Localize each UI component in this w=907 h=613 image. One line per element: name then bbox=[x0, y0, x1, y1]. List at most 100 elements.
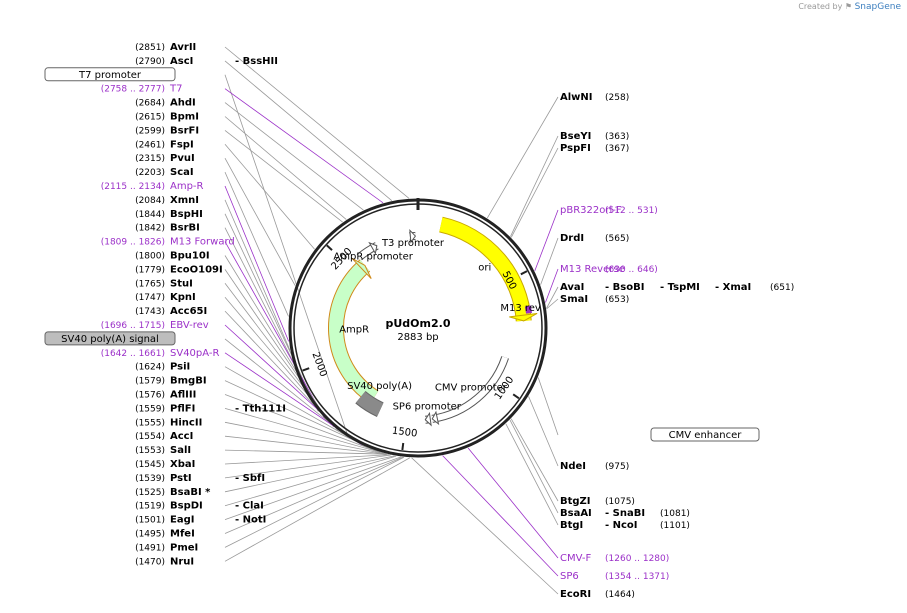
label-name: NruI bbox=[170, 556, 194, 567]
feature-fill bbox=[439, 217, 531, 322]
right-label: pBR322ori-F(512 .. 531) bbox=[560, 205, 658, 216]
left-label: (1554)AccI bbox=[135, 431, 193, 442]
right-label: AlwNI(258) bbox=[560, 92, 629, 103]
label-name: SV40pA-R bbox=[170, 348, 219, 359]
leader-line bbox=[546, 298, 559, 310]
left-label: (1501)EagI- NotI bbox=[135, 515, 266, 526]
label-name: EBV-rev bbox=[170, 320, 209, 331]
label-name: AvaI bbox=[560, 282, 584, 293]
label-name: SmaI bbox=[560, 294, 588, 305]
left-label: (1525)BsaBI * bbox=[135, 487, 211, 498]
label-name: pBR322ori-F bbox=[560, 205, 622, 216]
label-name: EcoRI bbox=[560, 589, 591, 600]
leader-line bbox=[510, 135, 559, 237]
label-name: NdeI bbox=[560, 461, 586, 472]
label-name: PspFI bbox=[560, 143, 591, 154]
feature-label: AmpR bbox=[339, 324, 369, 335]
scale-label: 2000 bbox=[309, 351, 328, 379]
label-coord: (1081) bbox=[660, 509, 690, 519]
leader-line bbox=[224, 185, 290, 342]
label-coord: (512 .. 531) bbox=[605, 206, 658, 216]
leader-line bbox=[486, 96, 559, 219]
label-coord: (1624) bbox=[135, 363, 165, 373]
label-name: CMV-F bbox=[560, 553, 591, 564]
label-coord: (1075) bbox=[605, 497, 635, 507]
label-coord: (2203) bbox=[135, 168, 165, 178]
leader-lines bbox=[224, 46, 559, 595]
leader-line bbox=[224, 456, 404, 534]
label-name: HincII bbox=[170, 417, 202, 428]
label-coord: (565) bbox=[605, 234, 629, 244]
plasmid-name: pUdOm2.0 bbox=[386, 317, 451, 330]
left-label: (1470) NruI bbox=[135, 556, 194, 567]
label-name: XmnI bbox=[170, 195, 199, 206]
leader-line bbox=[224, 408, 386, 455]
label-coord: (1642 .. 1661) bbox=[101, 349, 165, 359]
label-name: StuI bbox=[170, 278, 193, 289]
feature-arrowhead bbox=[509, 312, 538, 322]
right-label: DrdI (565) bbox=[560, 233, 629, 244]
label-name: BmgBI bbox=[170, 376, 207, 387]
left-label: (1800) Bpu10I bbox=[135, 251, 209, 262]
feature-arrowhead bbox=[368, 241, 378, 255]
label-name: DrdI bbox=[560, 233, 584, 244]
label-name: Bpu10I bbox=[170, 251, 210, 262]
credit: Created by ⚑ SnapGene bbox=[798, 2, 901, 12]
label-extra: - Tth111I bbox=[235, 403, 286, 414]
plasmid-size: 2883 bp bbox=[397, 332, 438, 343]
label-coord: (1545) bbox=[135, 460, 165, 470]
left-label: (2615)BpmI bbox=[135, 112, 199, 123]
left-label: SV40 poly(A) signal bbox=[44, 331, 176, 346]
label-coord: (1470) bbox=[135, 557, 165, 567]
leader-line bbox=[224, 455, 397, 507]
label-name: PmeI bbox=[170, 542, 198, 553]
label-name: M13 Forward bbox=[170, 237, 235, 248]
label-extra: - BssHII bbox=[235, 56, 278, 67]
leader-line bbox=[224, 455, 395, 493]
label-name: AvrII bbox=[170, 42, 196, 53]
label-coord: (1354 .. 1371) bbox=[605, 572, 669, 582]
feature-label: ori bbox=[478, 263, 491, 274]
label-name: FspI bbox=[170, 139, 194, 150]
left-label: (1747)KpnI bbox=[135, 292, 196, 303]
label-coord: (1800) bbox=[135, 252, 165, 262]
right-label: EcoRI(1464) bbox=[560, 589, 635, 600]
credit-brand: SnapGene bbox=[854, 2, 901, 12]
left-label: (1642 .. 1661) SV40pA-R bbox=[101, 348, 220, 359]
right-label: BtgZI(1075) bbox=[560, 496, 635, 507]
right-label: PspFI(367) bbox=[560, 143, 629, 154]
feature-label: CMV promoter bbox=[435, 383, 508, 394]
label-coord: (1765) bbox=[135, 279, 165, 289]
leader-line bbox=[224, 88, 384, 204]
label-name: BspDI bbox=[170, 501, 203, 512]
left-label: (2315)PvuI bbox=[135, 153, 195, 164]
left-label: T7 promoter bbox=[44, 67, 176, 82]
left-label: (1539)PstI- SbfI bbox=[135, 473, 265, 484]
label-name: CMV enhancer bbox=[669, 430, 743, 441]
label-name: BsrBI bbox=[170, 223, 200, 234]
left-label: (2790)AscI- BssHII bbox=[135, 56, 278, 67]
label-extra: - BsoBI bbox=[605, 282, 644, 293]
feature-fill bbox=[431, 356, 509, 422]
leader-line bbox=[411, 457, 559, 595]
left-label: (2203)ScaI bbox=[135, 167, 194, 178]
feature-arrowhead bbox=[409, 228, 417, 244]
right-label: SP6(1354 .. 1371) bbox=[560, 571, 669, 582]
label-coord: (1553) bbox=[135, 446, 165, 456]
label-coord: (1747) bbox=[135, 293, 165, 303]
label-coord: (1539) bbox=[135, 474, 165, 484]
label-extra: - NotI bbox=[235, 515, 266, 526]
left-label: (2851)AvrII bbox=[135, 42, 196, 53]
scale-tick bbox=[512, 393, 520, 400]
label-name: AscI bbox=[170, 56, 193, 67]
label-name: PsiI bbox=[170, 362, 190, 373]
leader-line bbox=[540, 237, 559, 285]
left-label: (2684)AhdI bbox=[135, 98, 196, 109]
label-coord: (2461) bbox=[135, 140, 165, 150]
leader-line bbox=[510, 418, 559, 502]
label-coord: (1779) bbox=[135, 265, 165, 275]
label-coord: (2758 .. 2777) bbox=[101, 85, 165, 95]
leader-line bbox=[528, 396, 559, 467]
right-label: CMV-F(1260 .. 1280) bbox=[560, 553, 669, 564]
